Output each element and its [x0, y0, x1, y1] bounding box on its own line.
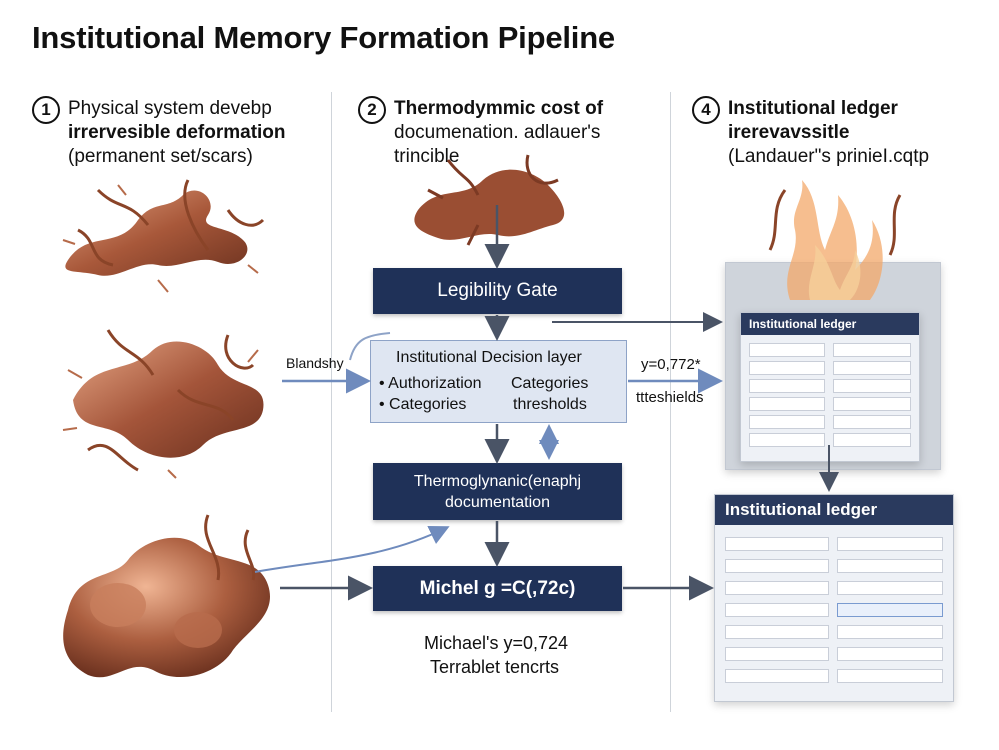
step-2-line3: trincible: [394, 146, 460, 167]
copper-deformation-image-2: [62, 329, 264, 479]
step-1-line1: Physical system devebp: [68, 98, 272, 119]
copper-deformation-image-top-center: [414, 154, 565, 246]
step-4-line3: (Landauer"s prinieI.cqtp: [728, 146, 930, 167]
ledger-bottom-row: [837, 559, 943, 573]
copper-deformation-image-3: [63, 514, 270, 678]
ledger-bottom-row: [725, 669, 829, 683]
step-1-line2: irrervesible deformation: [68, 122, 286, 143]
decision-layer-title: Institutional Decision layer: [396, 349, 582, 366]
step-1-header: 1 Physical system devebp irrervesible de…: [32, 96, 322, 172]
decision-layer-item-authorization: • Authorization: [379, 375, 482, 392]
ledger-top-row: [749, 343, 825, 357]
copper-deformation-image-1: [62, 179, 265, 293]
legibility-gate-box: Legibility Gate: [373, 268, 622, 314]
ledger-top-row: [833, 433, 911, 447]
step-1-line3: (permanent set/scars): [68, 146, 253, 167]
left-arrow-label: Blandshy: [286, 355, 344, 371]
ledger-bottom-row: [837, 581, 943, 595]
ledger-bottom-row: [837, 603, 943, 617]
step-4-number: 4: [692, 96, 720, 124]
ledger-bottom-title: Institutional ledger: [715, 495, 953, 525]
institutional-decision-layer-box: Institutional Decision layer • Authoriza…: [370, 340, 627, 423]
michael-gamma-label: Michel ɡ =C(,72c): [419, 577, 576, 599]
thermodynamic-documentation-box: Thermoglynanic(enaphj documentation: [373, 463, 622, 520]
ledger-panel-top: Institutional ledger: [740, 312, 920, 462]
decision-layer-col2-thresholds: thresholds: [513, 396, 587, 413]
ledger-bottom-row: [725, 603, 829, 617]
ledger-bottom-row: [725, 625, 829, 639]
step-1-number: 1: [32, 96, 60, 124]
decision-layer-item-categories: • Categories: [379, 396, 467, 413]
right-thresholds-label: ttteshields: [636, 389, 704, 406]
ledger-top-row: [833, 343, 911, 357]
michael-gamma-box: Michel ɡ =C(,72c): [373, 566, 622, 611]
ledger-bottom-row: [725, 537, 829, 551]
ledger-bottom-row: [837, 625, 943, 639]
step-2-number: 2: [358, 96, 386, 124]
decision-layer-col2-categories: Categories: [511, 375, 589, 392]
arrow-curve-into-layer: [349, 332, 391, 361]
column-divider-right: [670, 92, 671, 712]
page-title: Institutional Memory Formation Pipeline: [32, 20, 615, 55]
step-4-header: 4 Institutional ledger irerevavssitle (L…: [692, 96, 992, 172]
legibility-gate-label: Legibility Gate: [437, 280, 558, 301]
ledger-top-title: Institutional ledger: [741, 313, 919, 335]
ledger-top-row: [749, 379, 825, 393]
step-2-header: 2 Thermodymmic cost of documenation. adl…: [358, 96, 658, 172]
step-2-line2: documenation. adlauer's: [394, 122, 601, 143]
ledger-top-row: [833, 379, 911, 393]
michael-value-label: Michael's y=0,724: [424, 633, 569, 653]
thermo-doc-line1: Thermoglynanic(enaphj: [413, 472, 582, 490]
ledger-top-row: [833, 415, 911, 429]
ledger-bottom-row: [837, 537, 943, 551]
ledger-bottom-row: [837, 669, 943, 683]
ledger-bottom-row: [725, 559, 829, 573]
flame-icon: [768, 180, 902, 300]
ledger-top-row: [833, 397, 911, 411]
step-4-line1: Institutional ledger: [728, 98, 898, 119]
ledger-top-row: [749, 415, 825, 429]
ledger-top-row: [749, 433, 825, 447]
ledger-bottom-row: [725, 647, 829, 661]
step-4-line2: irerevavssitle: [728, 122, 850, 143]
arrow-image3-to-thermo: [254, 525, 450, 573]
ledger-panel-bottom: Institutional ledger: [714, 494, 954, 702]
right-gamma-value: y=0,772*: [641, 356, 701, 373]
thermo-doc-line2: documentation: [445, 493, 550, 511]
column-divider-left: [331, 92, 332, 712]
ledger-top-row: [833, 361, 911, 375]
ledger-top-row: [749, 361, 825, 375]
step-2-line1: Thermodymmic cost of: [394, 98, 604, 119]
ledger-bottom-row: [837, 647, 943, 661]
ledger-bottom-row: [725, 581, 829, 595]
ledger-top-row: [749, 397, 825, 411]
traceable-label: Terrablet tencrts: [430, 657, 560, 677]
